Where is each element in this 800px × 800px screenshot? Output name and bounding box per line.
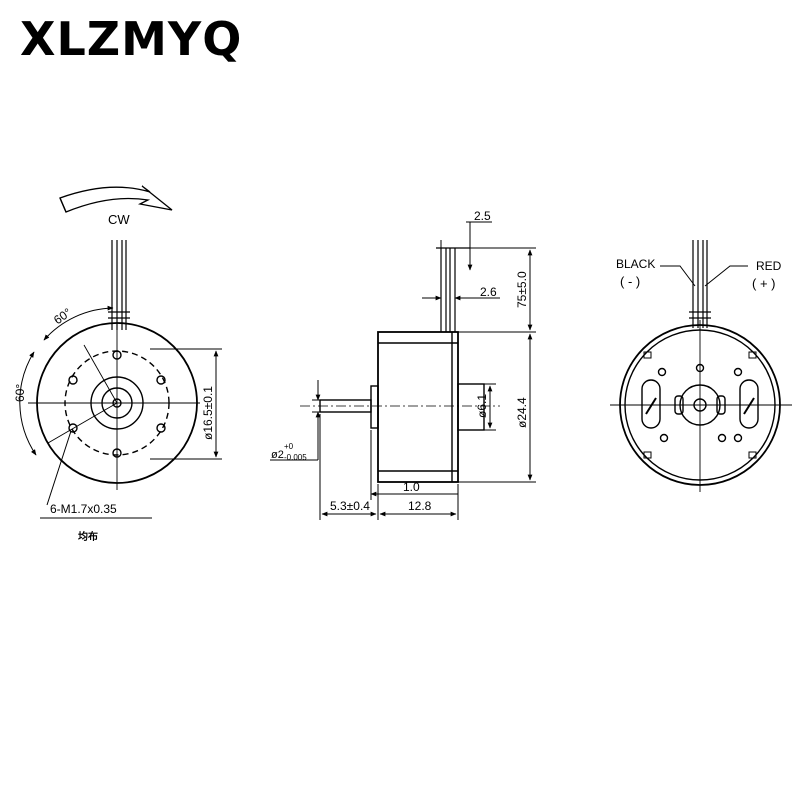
dim-terminal-gap-label: 2.6 bbox=[480, 285, 497, 299]
side-rear-boss bbox=[457, 383, 485, 431]
black-wire-leader bbox=[660, 265, 696, 287]
front-diameter-label: ø16.5±0.1 bbox=[201, 386, 215, 440]
rear-clip-right bbox=[716, 395, 726, 415]
side-terminal bbox=[436, 247, 470, 332]
rear-center-hole bbox=[693, 398, 707, 412]
side-front-flange bbox=[370, 385, 379, 429]
mount-hole bbox=[156, 375, 166, 385]
holes-note-sub: 均布 bbox=[78, 530, 98, 543]
rear-clip-left bbox=[674, 395, 684, 415]
rear-view bbox=[610, 240, 792, 492]
rotation-label: CW bbox=[108, 212, 130, 227]
front-centerlines bbox=[28, 320, 200, 490]
dim-lead-length-label: 75±5.0 bbox=[515, 271, 529, 308]
rear-small-holes bbox=[657, 363, 743, 443]
dim-terminal-width bbox=[440, 221, 492, 271]
wire-black-label: BLACK bbox=[616, 257, 655, 271]
rotation-arrow-icon bbox=[59, 185, 173, 213]
front-lead-wires bbox=[108, 240, 130, 330]
dim-shaft-tol-upper: +0 bbox=[284, 442, 294, 451]
dim-lead-length bbox=[455, 247, 536, 333]
rear-notches bbox=[643, 351, 757, 459]
rear-slot-right bbox=[739, 379, 759, 429]
dim-flange-label: 1.0 bbox=[403, 480, 420, 494]
mount-hole bbox=[68, 375, 78, 385]
brand-logo: XLZMYQ bbox=[20, 12, 243, 66]
angle-label-top: 60° bbox=[51, 305, 74, 327]
rear-center-boss bbox=[679, 384, 721, 426]
dim-terminal-width-label: 2.5 bbox=[474, 209, 491, 223]
mount-hole bbox=[68, 423, 78, 433]
side-motor-body bbox=[377, 331, 459, 483]
dim-body-diameter bbox=[458, 333, 536, 483]
angle-arc-top bbox=[43, 305, 114, 341]
holes-note: 6-M1.7x0.35 bbox=[50, 502, 117, 516]
angle-arc-left bbox=[19, 351, 37, 456]
dim-boss-diameter bbox=[484, 383, 496, 431]
wire-red-polarity: ( + ) bbox=[752, 276, 775, 291]
holes-leader bbox=[40, 430, 152, 519]
dim-lengths bbox=[319, 414, 459, 520]
side-view bbox=[270, 221, 536, 520]
wire-red-label: RED bbox=[756, 259, 782, 273]
dim-body-length-label: 12.8 bbox=[408, 499, 432, 513]
dim-shaft-diameter-label: ø2 bbox=[271, 449, 284, 461]
dim-boss-diameter-label: ø6.1 bbox=[475, 394, 489, 418]
rear-slot-left bbox=[641, 379, 661, 429]
dim-shaft-length-label: 5.3±0.4 bbox=[330, 499, 370, 513]
dim-shaft-tol-lower: -0.005 bbox=[284, 453, 307, 462]
front-view: CW bbox=[19, 185, 222, 519]
red-wire-leader bbox=[704, 265, 748, 287]
wire-black-polarity: ( - ) bbox=[620, 274, 640, 289]
dim-shaft-diameter bbox=[270, 380, 324, 461]
front-diameter-dimension bbox=[150, 348, 222, 460]
angle-label-left: 60° bbox=[13, 384, 27, 402]
mount-hole bbox=[156, 423, 166, 433]
dim-body-diameter-label: ø24.4 bbox=[515, 397, 529, 428]
